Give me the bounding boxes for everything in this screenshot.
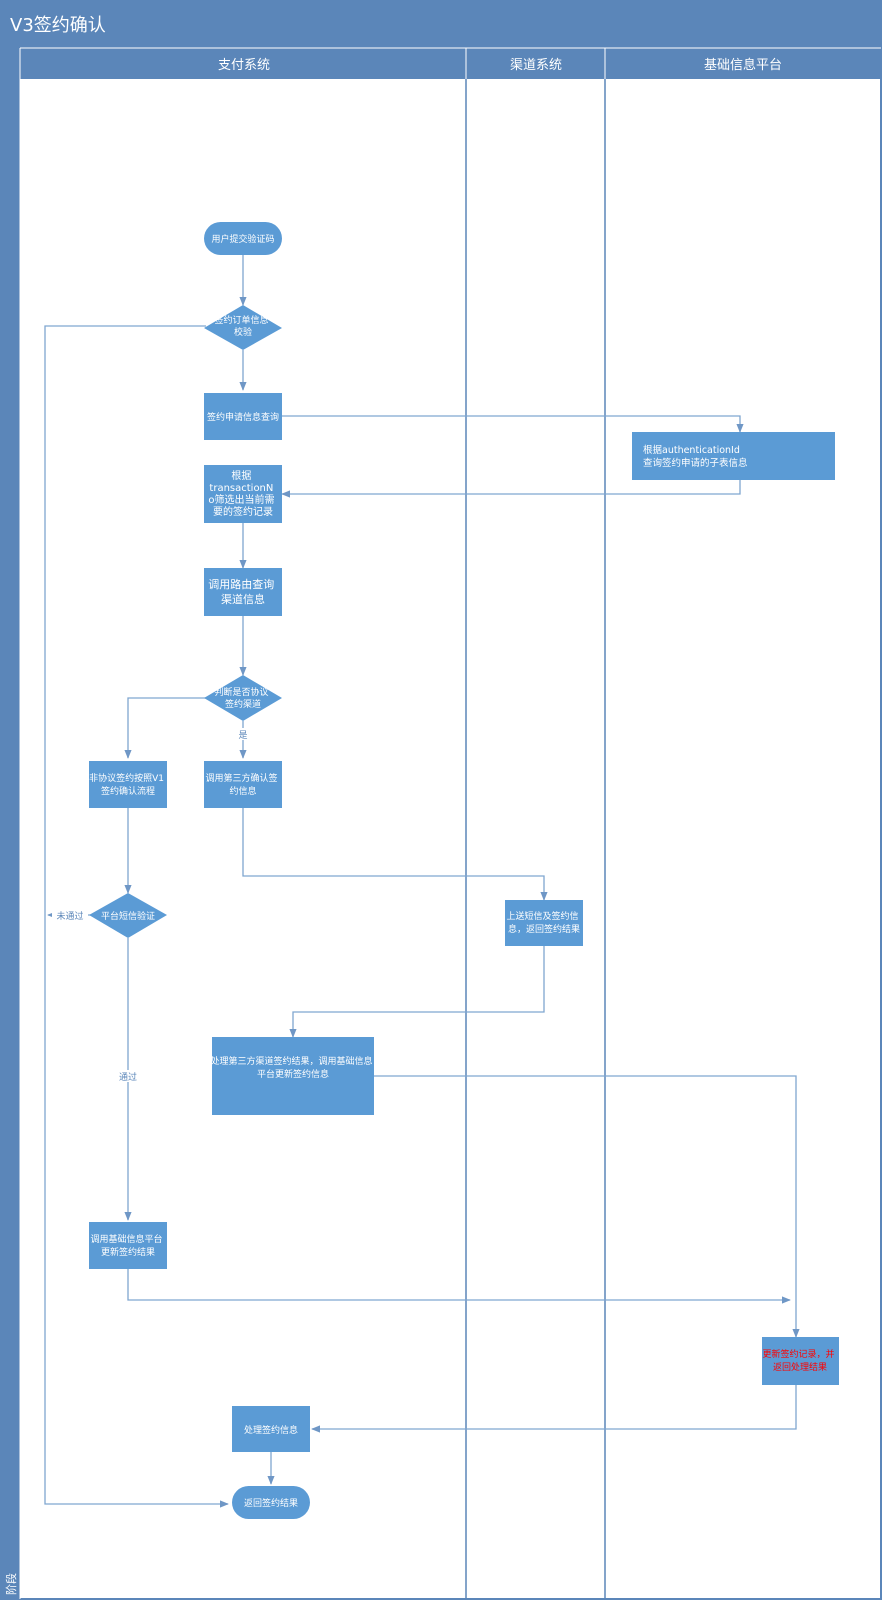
edge-label-pass: 通过: [119, 1071, 137, 1083]
diagram-title: V3签约确认: [10, 15, 106, 36]
node-upload-sms: [505, 900, 583, 946]
phase-label: 阶段: [4, 1573, 18, 1595]
node-non-protocol: [89, 761, 167, 808]
lane-header-platform: 基础信息平台: [704, 57, 782, 73]
node-call-platform: [89, 1222, 167, 1269]
edge-verify-fail-return: [44, 325, 229, 1508]
node-return-result: [232, 1486, 310, 1519]
edge-upload-process: [289, 946, 545, 1038]
nodes: [89, 222, 839, 1519]
edge-process-update: [374, 1075, 800, 1338]
node-judge-protocol: [204, 675, 282, 721]
node-query-apply: [204, 393, 282, 440]
label-return-result: 返回签约结果: [244, 1497, 298, 1509]
label-filter-record: 根据 transactionN o筛选出当前需 要的签约记录: [208, 469, 277, 518]
label-process-sign: 处理签约信息: [244, 1424, 298, 1436]
node-update-record: [762, 1337, 839, 1385]
node-query-subtable: [632, 432, 835, 480]
label-query-apply: 签约申请信息查询: [207, 411, 279, 423]
node-sms-verify: [89, 893, 167, 938]
edge-label-fail: 未通过: [56, 910, 83, 922]
title-bar: [1, 1, 881, 48]
node-start: [204, 222, 282, 255]
edge-query-subtable: [282, 415, 744, 433]
label-process-third: 处理第三方渠道签约结果，调用基础信息 平台更新签约信息: [211, 1055, 376, 1080]
node-process-third: [212, 1037, 374, 1115]
label-start: 用户提交验证码: [211, 233, 274, 245]
label-non-protocol: 非协议签约按照V1 签约确认流程: [89, 772, 167, 797]
lane-header-bar: [20, 48, 881, 79]
label-call-platform: 调用基础信息平台 更新签约结果: [91, 1233, 166, 1258]
lane-header-payment: 支付系统: [218, 58, 270, 73]
edge-subtable-filter: [281, 480, 741, 498]
label-third-confirm: 调用第三方确认签 约信息: [206, 772, 281, 797]
node-third-confirm: [204, 761, 282, 808]
label-upload-sms: 上送短信及签约信 息，返回签约结果: [507, 910, 582, 935]
label-update-record: 更新签约记录，并 返回处理结果: [763, 1348, 838, 1373]
lane-header-channel: 渠道系统: [510, 58, 562, 73]
phase-bar: [1, 48, 20, 1599]
edge-update-processsign: [311, 1385, 797, 1433]
label-judge-protocol: 判断是否协议 签约渠道: [215, 686, 272, 710]
node-verify-order: [204, 305, 282, 350]
node-filter-record: [204, 465, 282, 523]
node-process-sign: [232, 1406, 310, 1452]
label-verify-order: 签约订单信息 校验: [215, 314, 272, 338]
edge-third-upload: [242, 808, 548, 901]
label-sms-verify: 平台短信验证: [101, 910, 155, 922]
node-route-query: [204, 568, 282, 616]
edge-label-yes: 是: [238, 730, 247, 741]
edge-platform-update: [127, 1269, 791, 1304]
label-query-subtable: 根据authenticationId 查询签约申请的子表信息: [643, 444, 748, 469]
label-route-query: 调用路由查询 渠道信息: [208, 577, 278, 606]
edge-judge-no: [124, 697, 206, 759]
